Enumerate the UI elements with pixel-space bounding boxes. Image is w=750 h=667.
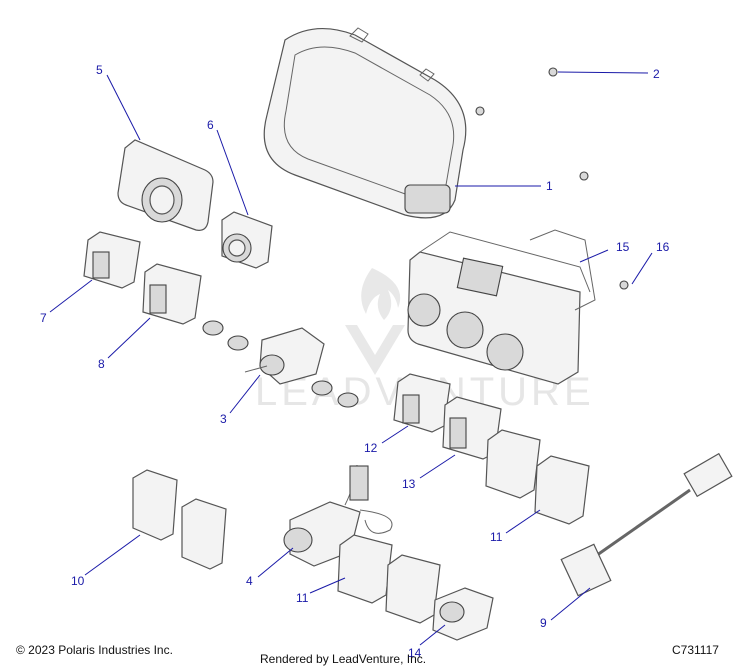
- toggle-switch-10: [132, 469, 227, 570]
- callout-7: 7: [40, 311, 47, 325]
- callout-3: 3: [220, 412, 227, 426]
- callout-5: 5: [96, 63, 103, 77]
- rocker-switch-12: [393, 373, 451, 433]
- rendered-by-text: Rendered by LeadVenture, Inc.: [260, 652, 427, 666]
- callout-15: 15: [616, 240, 630, 254]
- callout-14: 14: [408, 646, 422, 660]
- harness-9: [560, 452, 733, 597]
- screw-2: [475, 67, 589, 181]
- toggle-switch-11-right: [485, 429, 590, 525]
- switch-panel-5: [117, 139, 214, 231]
- callout-11-right: 11: [490, 530, 503, 544]
- screw-16: [619, 280, 629, 290]
- callout-9: 9: [540, 616, 547, 630]
- callout-6: 6: [207, 118, 214, 132]
- callout-10: 10: [71, 574, 85, 588]
- climate-control-15: [407, 229, 596, 385]
- callout-11-bottom: 11: [296, 591, 309, 605]
- switch-block-6: [221, 211, 273, 269]
- toggle-switch-11-bottom: [337, 534, 441, 624]
- key-switch-3: [202, 320, 359, 408]
- callout-numbers: 2 1 5 6 7 8 3 15 16 12 13 11 10 4 11 9 1…: [40, 63, 670, 660]
- callout-1: 1: [546, 179, 553, 193]
- diagram-code: C731117: [672, 643, 719, 657]
- leader-lines: [49, 71, 653, 646]
- rocker-switch-8: [142, 263, 202, 325]
- rocker-switch-7: [83, 231, 141, 289]
- copyright-text: © 2023 Polaris Industries Inc.: [16, 643, 173, 657]
- callout-13: 13: [402, 477, 416, 491]
- usb-outlet-14: [432, 587, 494, 641]
- callout-12: 12: [364, 441, 378, 455]
- callout-4: 4: [246, 574, 253, 588]
- callout-8: 8: [98, 357, 105, 371]
- callout-2: 2: [653, 67, 660, 81]
- instrument-cluster: [263, 27, 467, 219]
- callout-16: 16: [656, 240, 670, 254]
